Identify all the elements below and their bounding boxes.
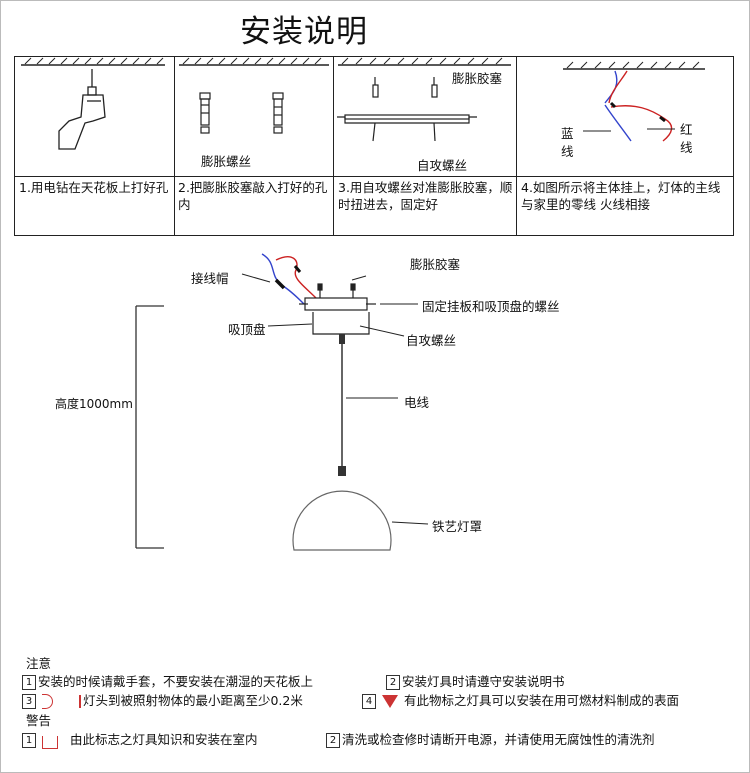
mounting-bracket-icon bbox=[337, 77, 477, 142]
warning-text: 由此标志之灯具知识和安装在室内 bbox=[69, 732, 258, 747]
wires-icon bbox=[583, 70, 675, 142]
column-divider bbox=[333, 57, 334, 235]
note-text: 有此物标之灯具可以安装在用可燃材料制成的表面 bbox=[403, 693, 679, 708]
height-label: 高度1000mm bbox=[55, 397, 133, 411]
ceiling-hatch-1 bbox=[21, 57, 165, 66]
red-wire-label: 红 线 bbox=[680, 122, 693, 155]
steps-table: 膨胀螺丝 膨胀胶塞 自攻螺丝 蓝 线 红 线 1.用电钻在天花板上打好孔 2.把… bbox=[14, 56, 734, 236]
cable-label: 电线 bbox=[404, 395, 430, 410]
expansion-screw-icon bbox=[199, 92, 284, 134]
note-text: 安装的时候请戴手套，不要安装在潮湿的天花板上 bbox=[38, 674, 314, 689]
expansion-screw-label: 膨胀螺丝 bbox=[201, 154, 252, 169]
self-tapping-screw-label: 自攻螺丝 bbox=[417, 158, 468, 173]
distance-symbol-icon bbox=[41, 694, 53, 709]
warning-text: 清洗或检查修时请断开电源，并请使用无腐蚀性的清洗剂 bbox=[342, 732, 655, 747]
expansion-plug-label: 膨胀胶塞 bbox=[452, 71, 503, 86]
red-mark-icon bbox=[78, 695, 81, 708]
step-2-text: 2.把膨胀胶塞敲入打好的孔内 bbox=[178, 180, 328, 212]
warning-item: 1 由此标志之灯具知识和安装在室内 bbox=[22, 729, 258, 749]
ceiling-hatch-3 bbox=[338, 57, 511, 66]
drill-icon bbox=[58, 69, 106, 150]
note-number: 4 bbox=[362, 694, 376, 709]
step-3-text: 3.用自攻螺丝对准膨胀胶塞，顺时扭进去，固定好 bbox=[338, 180, 513, 212]
assembly-diagram bbox=[135, 253, 429, 551]
warning-number: 2 bbox=[326, 733, 340, 748]
step-1-text: 1.用电钻在天花板上打好孔 bbox=[19, 180, 169, 195]
ceiling-hatch-4 bbox=[563, 61, 705, 70]
page-title: 安装说明 bbox=[240, 14, 368, 50]
step-illustrations bbox=[21, 57, 705, 150]
warnings-heading: 警告 bbox=[26, 713, 52, 728]
step-4-text: 4.如图所示将主体挂上，灯体的主线与家里的零线 火线相接 bbox=[521, 180, 721, 212]
ceiling-hatch-2 bbox=[179, 57, 329, 66]
row-divider bbox=[15, 176, 733, 177]
shade-label: 铁艺灯罩 bbox=[432, 519, 483, 534]
fixing-screw-label: 固定挂板和吸顶盘的螺丝 bbox=[422, 299, 560, 314]
column-divider bbox=[516, 57, 517, 235]
note-text: 灯头到被照射物体的最小距离至少0.2米 bbox=[82, 693, 303, 708]
self-tapping-screw-label-2: 自攻螺丝 bbox=[406, 333, 457, 348]
flammable-surface-icon bbox=[381, 695, 398, 708]
ceiling-plate-label: 吸顶盘 bbox=[228, 322, 266, 337]
wire-cap-icon bbox=[261, 253, 317, 305]
expansion-plug-label-2: 膨胀胶塞 bbox=[410, 257, 461, 272]
blue-wire-label: 蓝 线 bbox=[561, 126, 574, 159]
note-item: 3 灯头到被照射物体的最小距离至少0.2米 bbox=[22, 690, 303, 709]
note-number: 1 bbox=[22, 675, 36, 690]
note-item: 4 有此物标之灯具可以安装在用可燃材料制成的表面 bbox=[362, 690, 679, 709]
wire-cap-label: 接线帽 bbox=[191, 271, 229, 286]
note-number: 2 bbox=[386, 675, 400, 690]
column-divider bbox=[174, 57, 175, 235]
warning-number: 1 bbox=[22, 733, 36, 748]
indoor-house-icon bbox=[41, 736, 58, 749]
note-number: 3 bbox=[22, 694, 36, 709]
lamp-shade-icon bbox=[292, 466, 392, 551]
height-dimension bbox=[135, 305, 164, 549]
notes-heading: 注意 bbox=[26, 656, 52, 671]
note-text: 安装灯具时请遵守安装说明书 bbox=[402, 674, 565, 689]
